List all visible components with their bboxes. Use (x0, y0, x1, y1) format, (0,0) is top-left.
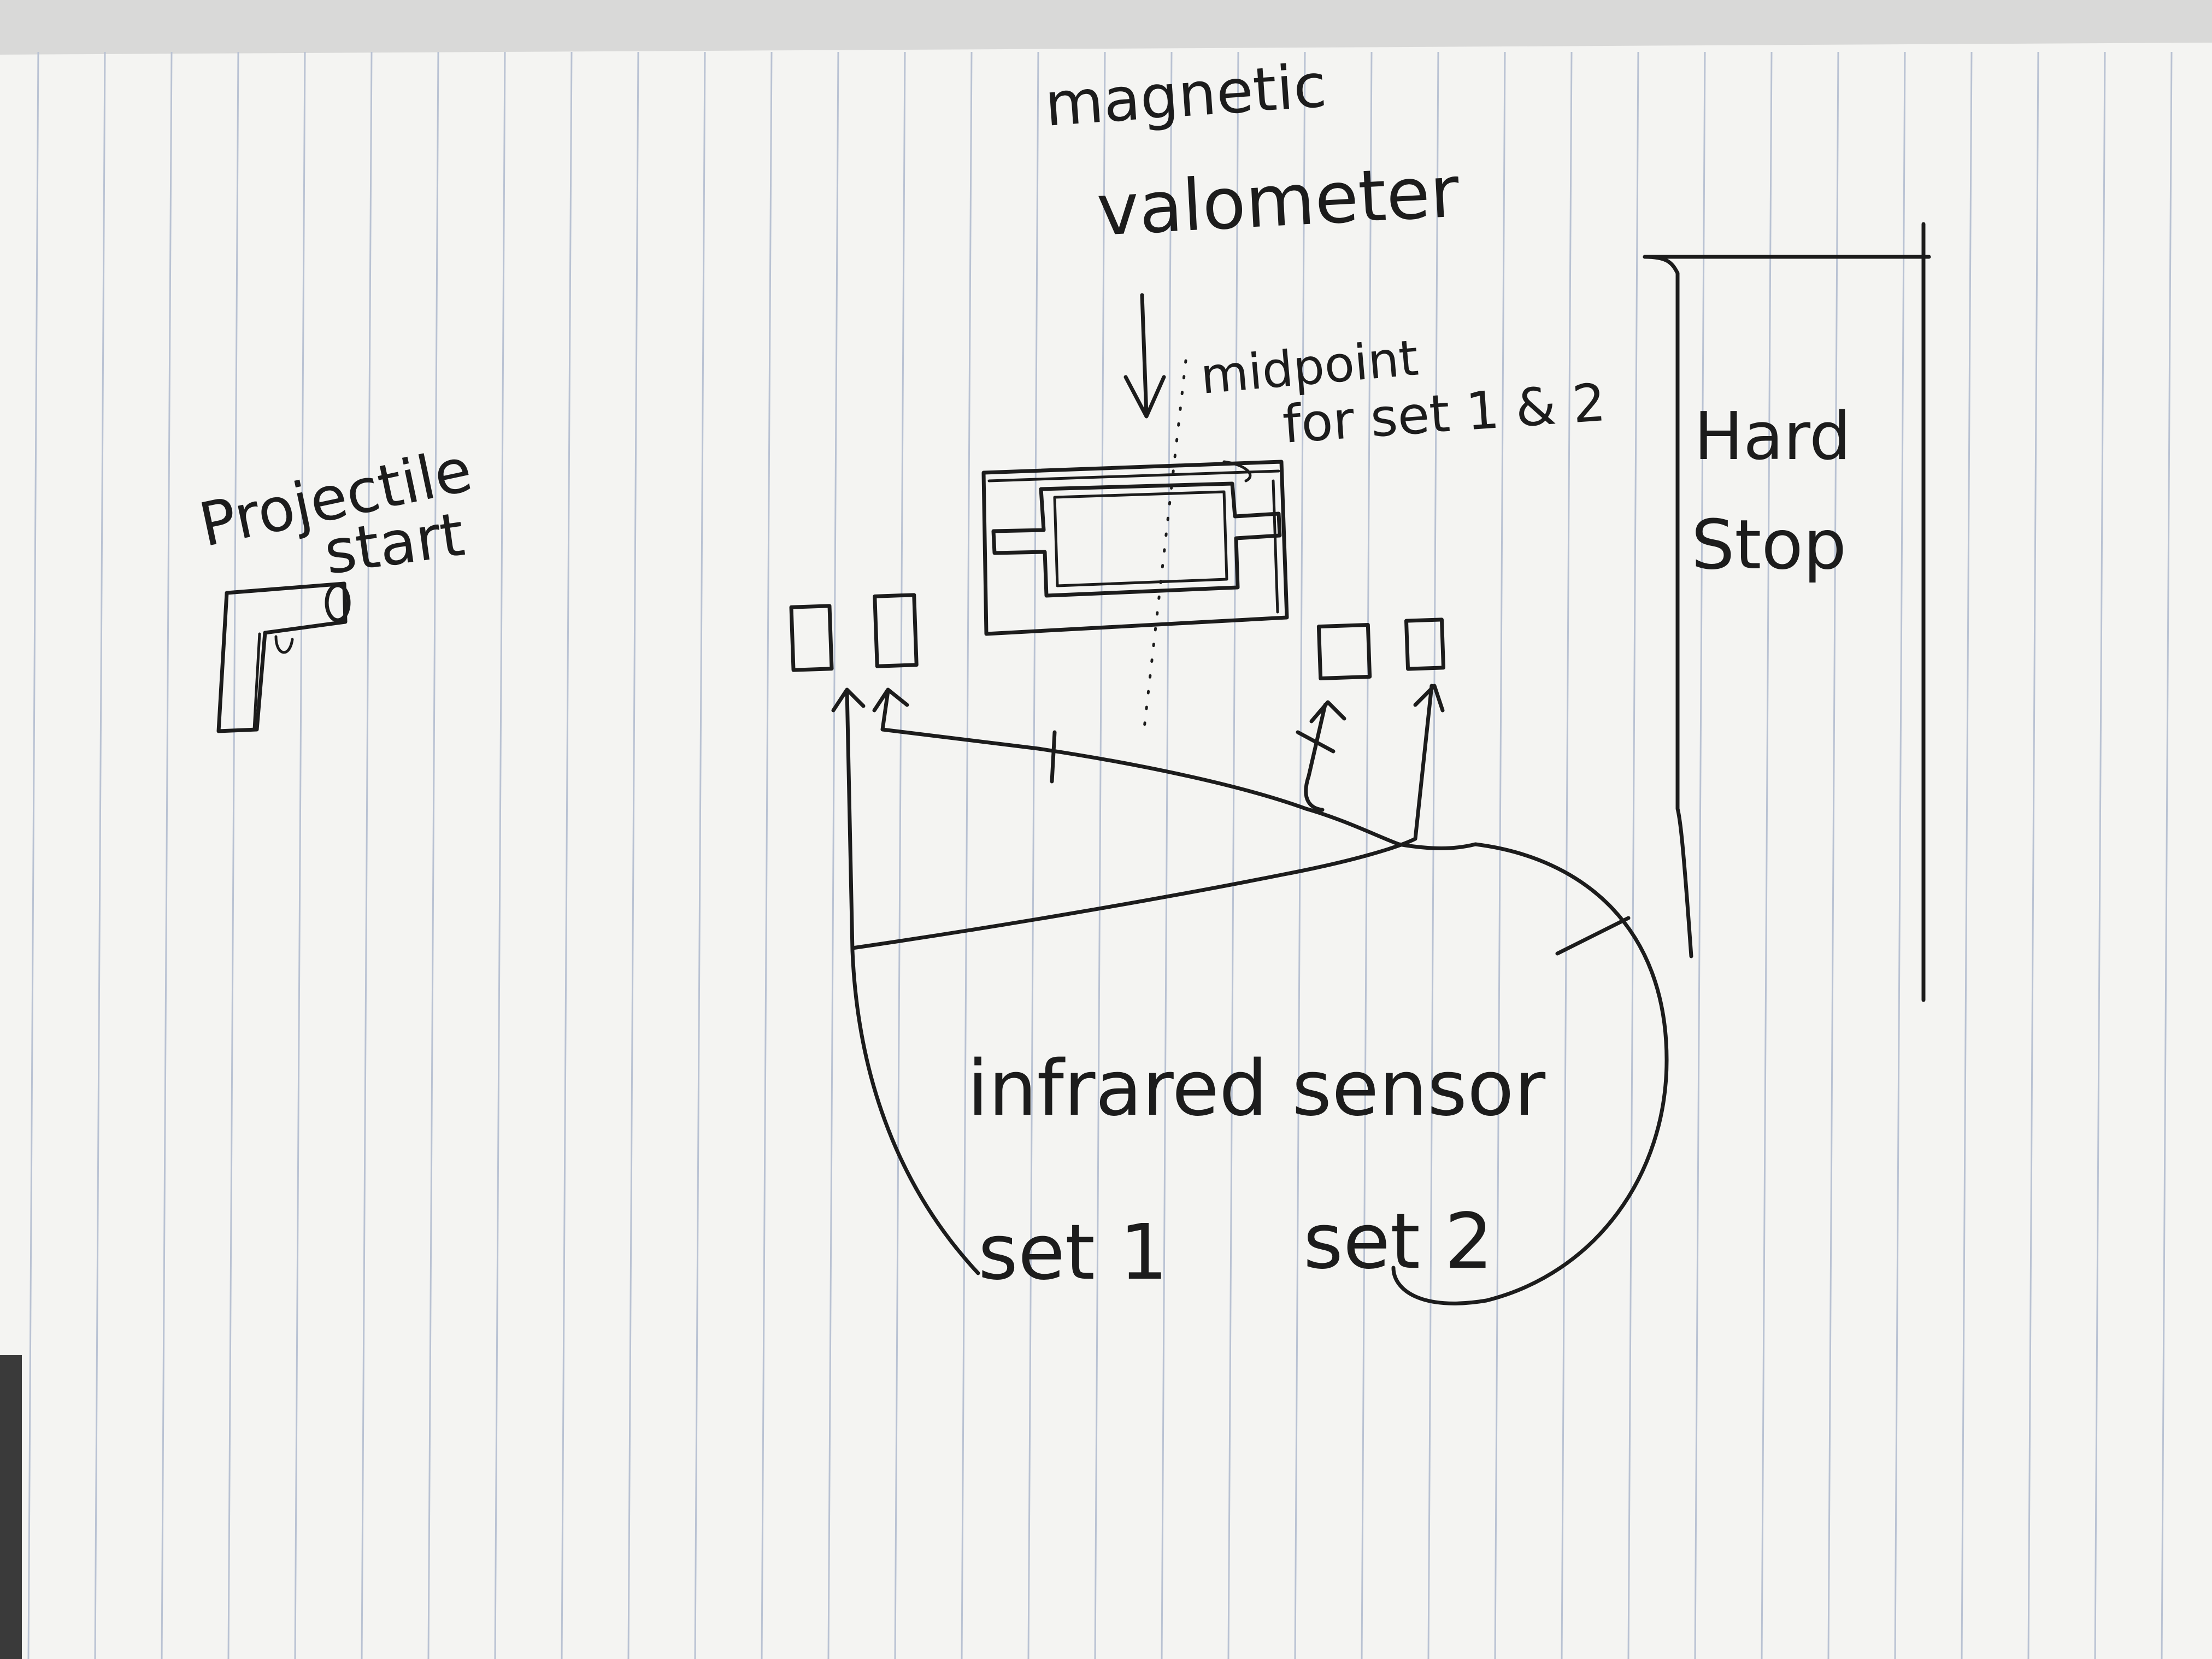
hard-stop-wall (1643, 222, 1931, 1002)
ruled-line (2094, 51, 2106, 1659)
ruled-line (1094, 51, 1106, 1659)
set2-label: set 2 (1303, 1197, 1493, 1286)
ruled-line (1894, 51, 1906, 1659)
ruled-line (361, 51, 373, 1659)
ruled-line (1227, 51, 1239, 1659)
ruled-line (827, 51, 839, 1659)
ruled-line (1494, 51, 1506, 1659)
ruled-line (1027, 51, 1039, 1659)
sensor-set-2 (1316, 617, 1446, 681)
set1-label: set 1 (978, 1208, 1168, 1297)
pistol-icon (216, 581, 351, 733)
ruled-line (494, 51, 506, 1659)
stop-label: Stop (1691, 505, 1846, 585)
sensor-square (873, 593, 919, 668)
valometer-label: valometer (1095, 150, 1462, 252)
ruled-lines (27, 51, 2173, 1659)
ruled-line (294, 51, 306, 1659)
ruled-line (761, 51, 773, 1659)
ruled-line (1761, 51, 1773, 1659)
ruled-line (894, 51, 906, 1659)
ruled-line (1561, 51, 1573, 1659)
sensor-set-1 (789, 593, 919, 672)
ruled-line (161, 51, 173, 1659)
infrared-sensor-label: infrared sensor (967, 1044, 1546, 1133)
ruled-line (1627, 51, 1639, 1659)
ruled-line (2161, 51, 2173, 1659)
ruled-line (561, 51, 573, 1659)
magnetic-valometer-device (981, 460, 1289, 636)
wiring (845, 684, 1669, 1305)
ruled-line (694, 51, 706, 1659)
ruled-line (1294, 51, 1306, 1659)
ruled-line (1827, 51, 1839, 1659)
ruled-line (27, 51, 39, 1659)
ruled-line (1694, 51, 1706, 1659)
ruled-line (1427, 51, 1439, 1659)
ruled-line (227, 51, 239, 1659)
ruled-line (427, 51, 439, 1659)
paper-left-edge (0, 1355, 22, 1659)
paper (0, 43, 2212, 1659)
ruled-line (2027, 51, 2039, 1659)
ruled-line (1161, 51, 1173, 1659)
ruled-line (961, 51, 973, 1659)
hard-label: Hard (1694, 399, 1851, 475)
ruled-line (94, 51, 106, 1659)
ruled-line (627, 51, 639, 1659)
down-arrow-icon (1123, 293, 1166, 419)
sensor-square (1404, 617, 1446, 671)
sensor-square (1316, 622, 1372, 681)
midpoint-line (1142, 359, 1187, 739)
sensor-square (789, 604, 834, 672)
ruled-line (1961, 51, 1973, 1659)
